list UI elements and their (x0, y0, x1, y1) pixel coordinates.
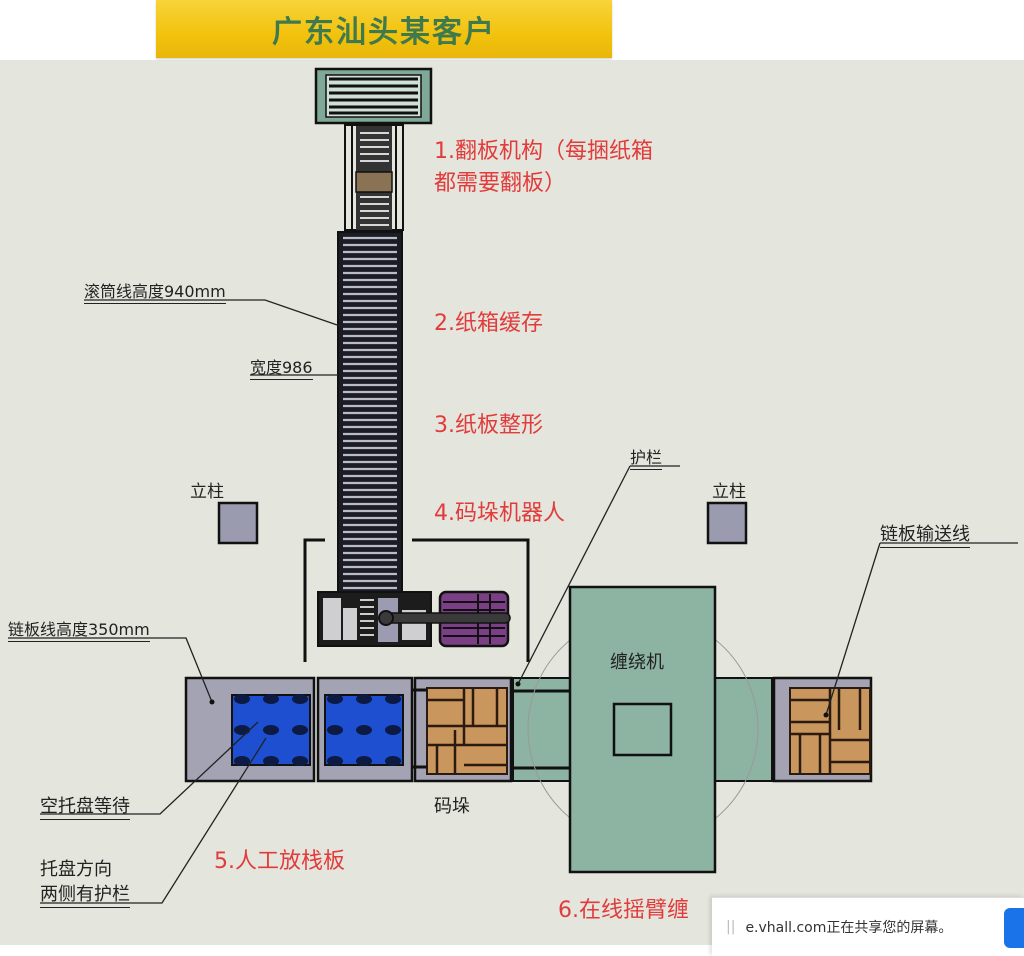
step-3-label: 3.纸板整形 (434, 413, 543, 438)
robot-guardrail (303, 538, 530, 662)
step-6-label: 6.在线摇臂缠 (558, 898, 689, 923)
screen-share-message: e.vhall.com正在共享您的屏幕。 (745, 920, 953, 936)
width-label: 宽度986 (250, 354, 313, 380)
palletizing-robot (317, 590, 511, 648)
roller-conveyor (337, 231, 403, 593)
page-title: 广东汕头某客户 (272, 15, 496, 50)
palletizing-label: 码垛 (434, 796, 470, 817)
flip-mechanism (314, 67, 433, 231)
step-2-label: 2.纸箱缓存 (434, 311, 543, 336)
title-banner: 广东汕头某客户 (156, 0, 612, 58)
wrapper-label: 缠绕机 (610, 652, 664, 673)
empty-pallet-label: 空托盘等待 (40, 792, 130, 820)
pallet-direction-label-2: 两侧有护栏 (40, 880, 130, 908)
stretch-wrapper (568, 585, 717, 874)
diagram-canvas (0, 60, 1024, 945)
pause-icon[interactable]: || (726, 919, 736, 935)
pillar-left (217, 501, 259, 545)
guardrail-label: 护栏 (630, 444, 663, 470)
wrapper-conveyor (512, 677, 773, 782)
chain-conveyor-label: 链板输送线 (880, 520, 970, 548)
pallet-direction-label-1: 托盘方向 (40, 859, 112, 880)
leader-lines (8, 299, 1018, 904)
empty-pallet-2 (324, 694, 404, 766)
stop-sharing-button[interactable] (1004, 908, 1024, 948)
screen-share-notification: || e.vhall.com正在共享您的屏幕。 (712, 897, 1024, 956)
roller-height-label: 滚筒线高度940mm (84, 278, 226, 304)
pillar-right (706, 501, 748, 545)
step-1-label-line2: 都需要翻板） (434, 171, 567, 196)
pillar-left-label: 立柱 (190, 482, 224, 502)
palletized-cartons (426, 687, 508, 775)
step-5-label: 5.人工放栈板 (214, 849, 345, 874)
chain-conveyor-right (772, 676, 873, 783)
step-4-label: 4.码垛机器人 (434, 501, 565, 526)
step-1-label-line1: 1.翻板机构（每捆纸箱 (434, 139, 653, 164)
pillar-right-label: 立柱 (712, 482, 746, 502)
empty-pallet-1 (231, 694, 311, 766)
chain-height-label: 链板线高度350mm (8, 616, 150, 642)
